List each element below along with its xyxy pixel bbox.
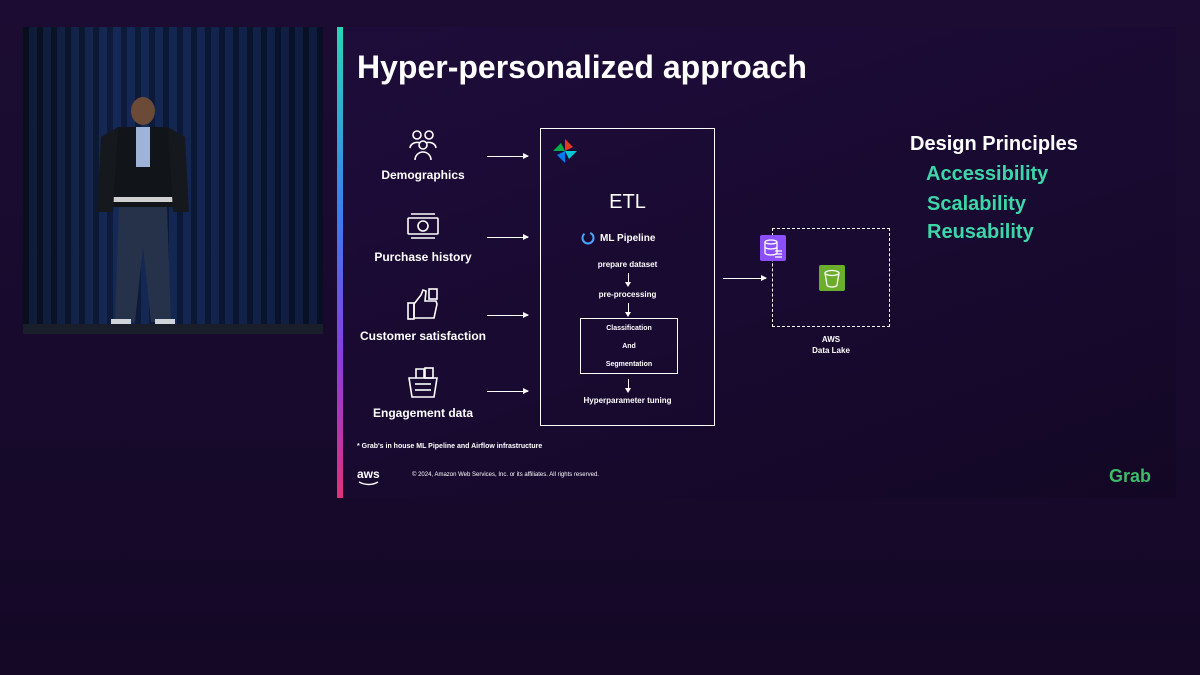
data-lake-label-name: Data Lake bbox=[812, 346, 850, 355]
thumbs-up-icon bbox=[407, 288, 438, 320]
classification-box: Classification And Segmentation bbox=[580, 318, 678, 374]
footnote: * Grab's in house ML Pipeline and Airflo… bbox=[357, 443, 543, 450]
arrow-step-1 bbox=[625, 273, 631, 287]
step-prepare-dataset: prepare dataset bbox=[597, 260, 658, 269]
step-pre-processing: pre-processing bbox=[598, 290, 657, 299]
ml-pipeline-icon bbox=[581, 231, 595, 245]
slide-title: Hyper-personalized approach bbox=[357, 49, 807, 85]
aws-logo: aws bbox=[357, 467, 380, 481]
data-lake-label-aws: AWS bbox=[821, 335, 841, 344]
money-icon bbox=[407, 213, 439, 239]
arrow-customer-satisfaction bbox=[487, 312, 529, 318]
and-text: And bbox=[622, 342, 636, 350]
airflow-pinwheel-icon bbox=[553, 139, 577, 163]
source-engagement-data: Engagement data bbox=[353, 364, 493, 422]
arrow-purchase-history bbox=[487, 234, 529, 240]
arrow-to-lake bbox=[723, 275, 767, 281]
source-label: Engagement data bbox=[372, 406, 474, 420]
principle-accessibility: Accessibility bbox=[926, 163, 1049, 185]
copyright: © 2024, Amazon Web Services, Inc. or its… bbox=[412, 472, 599, 478]
speaker-figure bbox=[97, 97, 189, 327]
source-label: Customer satisfaction bbox=[359, 329, 487, 343]
ml-pipeline-text: ML Pipeline bbox=[600, 232, 656, 244]
presentation-slide: Hyper-personalized approach Demographics… bbox=[337, 27, 1176, 498]
glue-catalog-icon bbox=[760, 235, 786, 261]
shopping-basket-icon bbox=[408, 367, 438, 398]
source-customer-satisfaction: Customer satisfaction bbox=[353, 287, 493, 345]
arrow-engagement-data bbox=[487, 388, 529, 394]
design-principles-heading: Design Principles bbox=[910, 133, 1078, 155]
etl-title: ETL bbox=[609, 191, 646, 213]
source-demographics: Demographics bbox=[353, 126, 493, 184]
step-hyperparameter-tuning: Hyperparameter tuning bbox=[583, 396, 672, 405]
data-lake-box bbox=[772, 228, 890, 327]
people-icon bbox=[409, 130, 437, 161]
principle-reusability: Reusability bbox=[927, 221, 1034, 243]
grab-logo: Grab bbox=[1109, 466, 1152, 486]
source-label: Purchase history bbox=[374, 250, 472, 264]
aws-smile-icon bbox=[358, 481, 379, 486]
slide-accent-bar bbox=[337, 27, 343, 498]
etl-box: ETL ML Pipeline prepare dataset pre-proc… bbox=[540, 128, 715, 426]
source-label: Demographics bbox=[381, 168, 465, 182]
arrow-demographics bbox=[487, 153, 529, 159]
principle-scalability: Scalability bbox=[927, 193, 1026, 215]
data-lake-label: AWS Data Lake bbox=[772, 334, 890, 356]
ml-pipeline-label: ML Pipeline bbox=[581, 231, 655, 245]
segmentation-text: Segmentation bbox=[605, 360, 653, 368]
stage-floor bbox=[23, 324, 323, 334]
classification-text: Classification bbox=[606, 324, 652, 332]
source-purchase-history: Purchase history bbox=[353, 208, 493, 266]
speaker-video bbox=[23, 27, 323, 334]
arrow-step-3 bbox=[625, 379, 631, 393]
s3-bucket-icon bbox=[819, 265, 845, 291]
arrow-step-2 bbox=[625, 303, 631, 317]
